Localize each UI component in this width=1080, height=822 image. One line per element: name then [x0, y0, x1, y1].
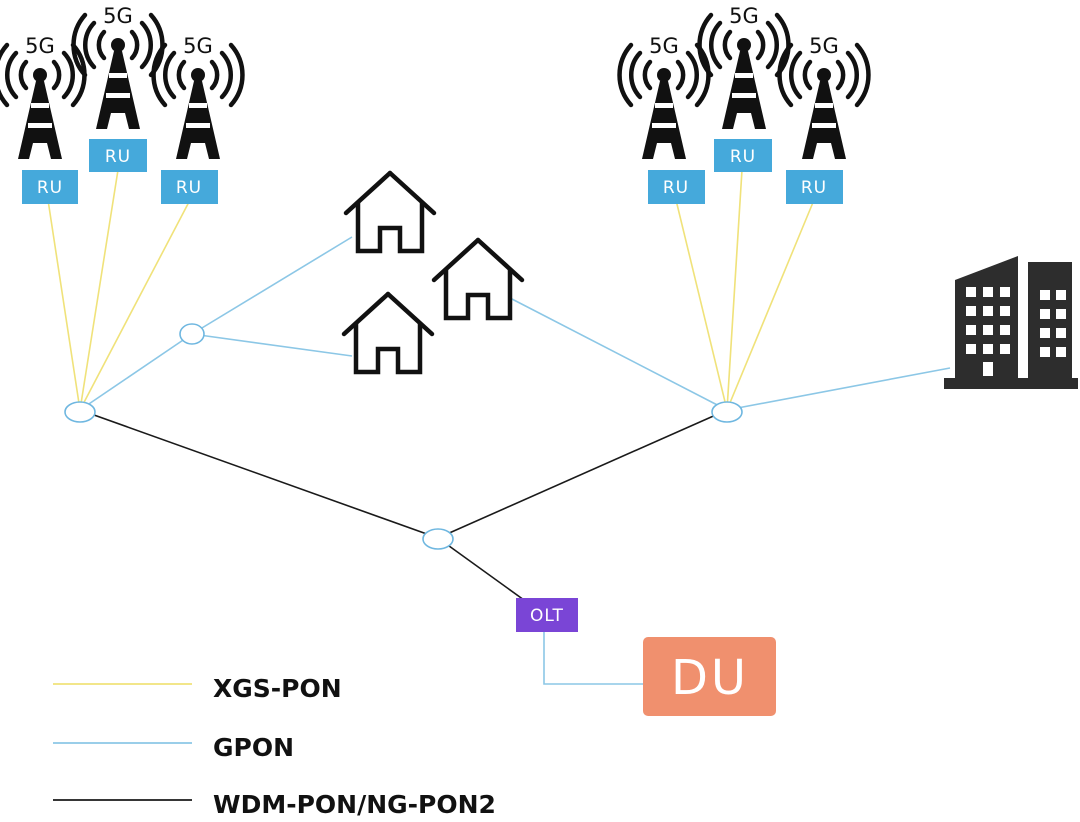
office-building-icon: [944, 256, 1078, 389]
ru-box: RU: [89, 139, 147, 172]
tower-label: 5G: [729, 4, 759, 28]
antenna-tower-icon: [780, 45, 869, 159]
xgs-pon-link: [726, 169, 743, 411]
wdm-pon-link: [79, 409, 439, 539]
splitter-node: [64, 401, 96, 423]
tower-label: 5G: [183, 34, 213, 58]
xgs-pon-link: [79, 169, 119, 411]
ru-label: RU: [801, 178, 827, 198]
splitter-node: [179, 323, 205, 345]
antenna-tower-icon: [154, 45, 243, 159]
legend-item-wdm-pon: WDM-PON/NG-PON2: [53, 790, 496, 819]
splitter-node: [711, 401, 743, 423]
ru-label: RU: [37, 178, 63, 198]
house-icon: [346, 173, 434, 251]
gpon-links: [79, 236, 951, 411]
gpon-link: [79, 333, 193, 411]
ru-label: RU: [663, 178, 689, 198]
xgs-pon-links: [47, 169, 815, 411]
du-label: DU: [671, 650, 749, 706]
legend-label: WDM-PON/NG-PON2: [213, 790, 496, 819]
wdm-pon-links: [79, 409, 728, 685]
antenna-tower-icon: [700, 15, 789, 129]
tower-label: 5G: [103, 4, 133, 28]
ru-label: RU: [176, 178, 202, 198]
ru-box: RU: [161, 170, 218, 204]
antenna-tower-icon: [620, 45, 709, 159]
tower-group-left: 5G 5G 5G: [0, 4, 242, 159]
house-icon: [344, 294, 432, 372]
xgs-pon-link: [79, 199, 191, 411]
splitters: [64, 323, 743, 550]
xgs-pon-link: [726, 199, 815, 411]
ru-boxes: RU RU RU RU RU RU: [22, 139, 843, 204]
olt-du-link: [543, 632, 645, 685]
tower-label: 5G: [25, 34, 55, 58]
olt-label: OLT: [530, 606, 564, 626]
antenna-tower-icon: [74, 15, 163, 129]
tower-group-right: 5G 5G 5G: [620, 4, 869, 159]
legend-label: GPON: [213, 733, 294, 762]
house-icon: [434, 240, 522, 318]
gpon-link: [726, 367, 951, 411]
ru-box: RU: [786, 170, 843, 204]
legend-item-gpon: GPON: [53, 733, 294, 762]
ru-label: RU: [105, 147, 131, 167]
xgs-pon-link: [675, 199, 728, 411]
tower-label: 5G: [809, 34, 839, 58]
tower-label: 5G: [649, 34, 679, 58]
gpon-link: [191, 236, 353, 335]
olt-box: OLT: [516, 598, 578, 632]
legend-item-xgs-pon: XGS-PON: [53, 674, 342, 703]
legend: XGS-PON GPON WDM-PON/NG-PON2: [53, 674, 496, 819]
houses: [344, 173, 522, 372]
gpon-link: [509, 297, 728, 411]
xgs-pon-link: [47, 199, 81, 411]
ru-box: RU: [22, 170, 78, 204]
antenna-tower-icon: [0, 45, 84, 159]
ru-label: RU: [730, 147, 756, 167]
wdm-pon-link: [437, 409, 728, 539]
du-box: DU: [643, 637, 776, 716]
gpon-link: [191, 333, 353, 357]
splitter-node: [422, 528, 454, 550]
ru-box: RU: [714, 139, 772, 172]
legend-label: XGS-PON: [213, 674, 342, 703]
ru-box: RU: [648, 170, 705, 204]
wdm-pon-link: [437, 537, 525, 601]
